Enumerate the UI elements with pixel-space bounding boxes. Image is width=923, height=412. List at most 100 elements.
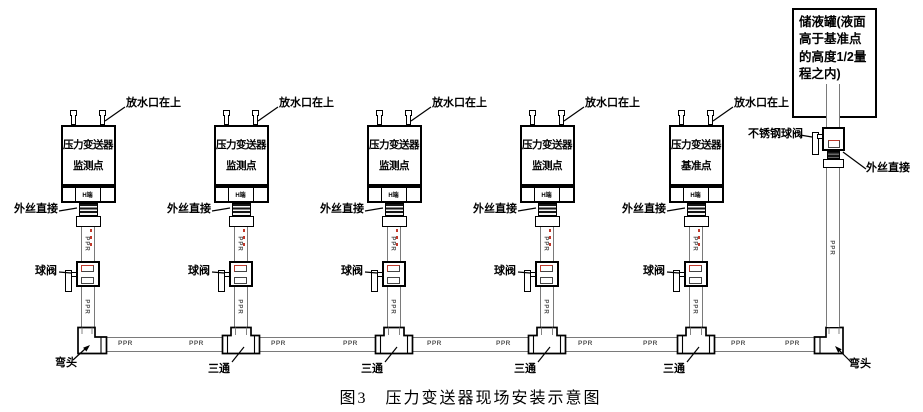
valve-socket [828, 140, 840, 148]
drain-port-label: 放水口在上 [126, 97, 181, 109]
valve-handle-icon [524, 270, 531, 292]
figure-caption: 图3 压力变送器现场安装示意图 [339, 390, 602, 407]
thread-fitting-icon [384, 203, 404, 216]
point-name-label: 监测点 [379, 160, 410, 172]
point-name-label: 监测点 [73, 160, 104, 172]
transmitter-box: 压力变送器 监测点 [366, 125, 422, 186]
valve-label: 球阀 [35, 265, 57, 277]
valve-socket [81, 277, 94, 284]
port-cell: H端 [382, 188, 407, 201]
valve-socket [234, 265, 247, 272]
point-name-label: 基准点 [681, 160, 712, 172]
riser-pipe-upper: PPR [81, 227, 95, 261]
tee-fitting-icon [374, 326, 414, 355]
port-cell [709, 188, 722, 201]
ppr-label: PPR [118, 340, 133, 347]
coupling-icon [683, 216, 709, 227]
ppr-label: PPR [731, 340, 746, 347]
ppr-label: PPR [542, 299, 549, 315]
transmitter-port-block: H端 [366, 186, 422, 203]
port-cell: H端 [229, 188, 254, 201]
thread-fitting-icon [231, 203, 251, 216]
coupling-icon [381, 216, 407, 227]
riser-pipe-lower: PPR [234, 287, 248, 327]
valve-handle-icon [673, 270, 680, 292]
port-cell [407, 188, 420, 201]
ppr-label: PPR [271, 340, 286, 347]
transmitter-box: 压力变送器 监测点 [60, 125, 116, 186]
drain-port-label: 放水口在上 [432, 97, 487, 109]
red-mark [698, 229, 700, 247]
red-mark [549, 229, 551, 247]
riser-pipe-upper: PPR [234, 227, 248, 261]
h-port-label: H端 [541, 193, 552, 199]
transmitter-box: 压力变送器 监测点 [213, 125, 269, 186]
h-port-label: H端 [690, 193, 701, 199]
h-port-label: H端 [388, 193, 399, 199]
h-port-label: H端 [235, 193, 246, 199]
valve-handle-icon [371, 270, 378, 292]
thread-fitting-icon [537, 203, 557, 216]
ppr-label: PPR [427, 340, 442, 347]
red-mark [90, 229, 92, 247]
h-port-label: H端 [82, 193, 93, 199]
ppr-label: PPR [83, 299, 90, 315]
drain-nipple-icon [253, 115, 258, 125]
valve-socket [234, 277, 247, 284]
transmitter-port-block: H端 [668, 186, 724, 203]
tee-label: 三通 [208, 363, 230, 375]
elbow-fitting-icon [77, 326, 108, 355]
coupling-icon [534, 216, 560, 227]
ppr-label: PPR [785, 340, 800, 347]
ppr-label: PPR [343, 340, 358, 347]
riser-pipe-lower: PPR [689, 287, 703, 327]
valve-label: 球阀 [643, 265, 665, 277]
port-cell [101, 188, 114, 201]
transmitter-port-block: H端 [213, 186, 269, 203]
main-horizontal-pipe [104, 337, 815, 352]
ppr-label: PPR [691, 299, 698, 315]
port-cell [254, 188, 267, 201]
valve-handle-icon [218, 270, 225, 292]
tee-fitting-icon [676, 326, 716, 355]
tee-label: 三通 [663, 363, 685, 375]
riser-pipe-upper: PPR [689, 227, 703, 261]
coupling-icon [75, 216, 101, 227]
port-cell [63, 188, 76, 201]
elbow-fitting-icon [813, 326, 844, 355]
device-name-label: 压力变送器 [369, 138, 420, 151]
tee-fitting-icon [527, 326, 567, 355]
point-name-label: 监测点 [532, 160, 563, 172]
riser-pipe-upper: PPR [387, 227, 401, 261]
valve-socket [689, 277, 702, 284]
port-cell [216, 188, 229, 201]
ball-valve-icon [229, 261, 253, 287]
valve-socket [81, 265, 94, 272]
coupling-icon [228, 216, 254, 227]
port-cell [560, 188, 573, 201]
thread-fitting-icon [827, 151, 840, 159]
stainless-valve-label: 不锈钢球阀 [748, 128, 803, 140]
red-mark [396, 229, 398, 247]
drain-nipple-icon [559, 115, 564, 125]
ppr-label: PPR [643, 340, 658, 347]
thread-fitting-icon [78, 203, 98, 216]
riser-pipe-upper: PPR [540, 227, 554, 261]
tee-label: 三通 [514, 363, 536, 375]
port-cell [369, 188, 382, 201]
vent-nipple-icon [224, 115, 229, 125]
vent-nipple-icon [377, 115, 382, 125]
device-name-label: 压力变送器 [63, 138, 114, 151]
port-cell: H端 [76, 188, 101, 201]
valve-socket [387, 277, 400, 284]
device-name-label: 压力变送器 [522, 138, 573, 151]
elbow-label: 弯头 [849, 358, 871, 370]
ball-valve-icon [684, 261, 708, 287]
port-cell [522, 188, 535, 201]
valve-label: 球阀 [494, 265, 516, 277]
thread-label: 外丝直接 [473, 203, 517, 215]
thread-label: 外丝直接 [14, 203, 58, 215]
ppr-label: PPR [236, 299, 243, 315]
thread-label: 外丝直接 [866, 162, 910, 174]
